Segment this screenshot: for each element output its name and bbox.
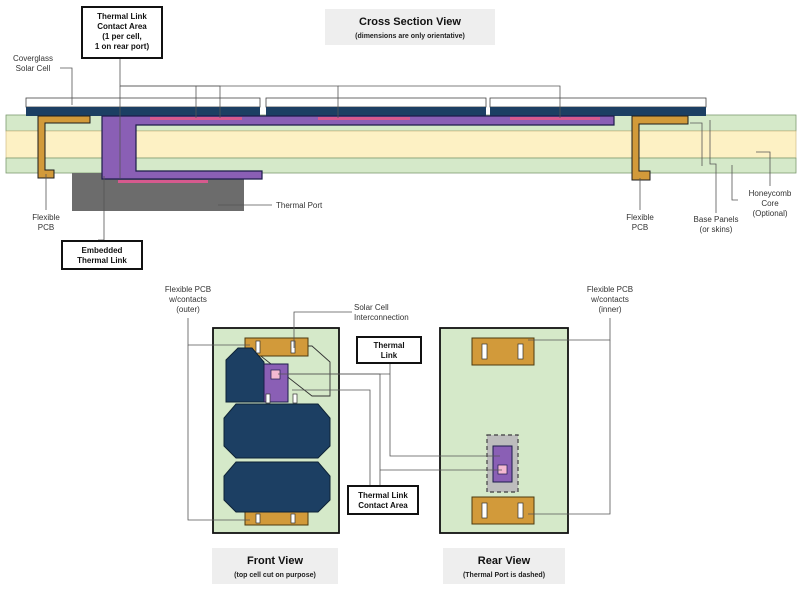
base-panels-label-l2: (or skins) [700, 225, 733, 234]
rear-fpcb-bottom-pad-1 [481, 502, 488, 519]
thermal-port-label: Thermal Port [276, 201, 323, 210]
fpcb-inner-label-l1: Flexible PCB [587, 285, 633, 294]
rear-fpcb-bottom [471, 496, 535, 525]
contact-area-label-l3: (1 per cell, [102, 32, 142, 41]
fpcb-outer-label-l2: w/contacts [168, 295, 207, 304]
cross-section-title-box [325, 9, 495, 45]
rear-thermal-link [492, 445, 513, 483]
front-thermal-link-contact [270, 369, 281, 380]
front-fpcb-bottom-pad-1 [255, 513, 261, 524]
flexible-pcb-right-label-l1: Flexible [626, 213, 654, 222]
honeycomb-label-l1: Honeycomb [749, 189, 792, 198]
rear-fpcb-top-pad-2 [517, 343, 524, 360]
front-fpcb-top-pad-1 [255, 340, 261, 354]
solar-cell-2 [266, 107, 486, 116]
front-cell-middle [223, 403, 331, 459]
fpcb-outer-label-l1: Flexible PCB [165, 285, 211, 294]
interconnection-label-l1: Solar Cell [354, 303, 389, 312]
embedded-link-label-box [61, 240, 143, 270]
rear-fpcb-top [471, 337, 535, 366]
rear-thermal-link-contact [497, 464, 508, 475]
contact-area-label-box [81, 6, 163, 59]
thermal-link-label-l1: Thermal [373, 341, 404, 350]
thermal-link-label-box [356, 336, 422, 364]
rear-view-subtitle: (Thermal Port is dashed) [463, 572, 545, 579]
flexible-pcb-left-label-l2: PCB [38, 223, 54, 232]
solar-cell-1 [26, 107, 260, 116]
front-view-title-box [212, 548, 338, 584]
rear-view-title-box [443, 548, 565, 584]
interconnection-label-l2: Interconnection [354, 313, 409, 322]
front-link-pad-1 [265, 393, 271, 404]
rear-fpcb-bottom-pad-2 [517, 502, 524, 519]
contact-area-bottom-label-l2: Contact Area [358, 501, 408, 510]
coverglass-label-l1: Coverglass [13, 54, 53, 63]
cross-section-view: Cross Section View (dimensions are only … [5, 6, 797, 270]
fpcb-inner-label-l3: (inner) [598, 305, 621, 314]
base-panels-label-l1: Base Panels [694, 215, 739, 224]
cross-section-subtitle: (dimensions are only orientative) [355, 33, 465, 40]
flexible-pcb-right-label-l2: PCB [632, 223, 648, 232]
coverglass-2 [265, 97, 487, 108]
fpcb-inner-label-l2: w/contacts [590, 295, 629, 304]
front-fpcb-bottom [244, 511, 309, 526]
embedded-link-label-l2: Thermal Link [77, 256, 127, 265]
rear-view: Rear View (Thermal Port is dashed) [439, 327, 569, 584]
contact-area-2 [318, 117, 410, 120]
front-link-pad-2 [292, 393, 298, 404]
honeycomb-label-l2: Core [761, 199, 779, 208]
coverglass-1 [25, 97, 261, 108]
front-fpcb-bottom-pad-2 [290, 513, 296, 524]
front-fpcb-top-pad-2 [290, 340, 296, 354]
front-view-title: Front View [247, 555, 303, 567]
flexible-pcb-right [631, 115, 689, 181]
front-cell-top-cut [225, 347, 265, 403]
thermal-link-label-l2: Link [381, 351, 398, 360]
coverglass-3 [489, 97, 707, 108]
contact-area-label-l1: Thermal Link [97, 12, 147, 21]
contact-area-label-l4: 1 on rear port) [95, 42, 150, 51]
rear-fpcb-top-pad-1 [481, 343, 488, 360]
contact-area-bottom-label-l1: Thermal Link [358, 491, 408, 500]
contact-area-1 [150, 117, 242, 120]
contact-area-port [118, 180, 208, 183]
embedded-thermal-link [101, 115, 615, 180]
rear-view-title: Rear View [478, 555, 531, 567]
base-panel-bottom [5, 157, 797, 174]
embedded-link-label-l1: Embedded [82, 246, 123, 255]
front-cell-bottom [223, 461, 331, 513]
view-annotations: Flexible PCB w/contacts (outer) Solar Ce… [165, 285, 633, 521]
solar-cell-3 [490, 107, 706, 116]
coverglass-label-l2: Solar Cell [16, 64, 51, 73]
cross-section-title: Cross Section View [359, 16, 461, 28]
contact-area-3 [510, 117, 600, 120]
honeycomb-label-l3: (Optional) [752, 209, 787, 218]
contact-area-label-l2: Contact Area [97, 22, 147, 31]
flexible-pcb-left-label-l1: Flexible [32, 213, 60, 222]
contact-area-bottom-label-box [347, 485, 419, 515]
fpcb-outer-label-l3: (outer) [176, 305, 200, 314]
front-view: Front View (top cell cut on purpose) [212, 327, 340, 584]
front-view-subtitle: (top cell cut on purpose) [234, 572, 316, 579]
flexible-pcb-left [37, 115, 91, 179]
